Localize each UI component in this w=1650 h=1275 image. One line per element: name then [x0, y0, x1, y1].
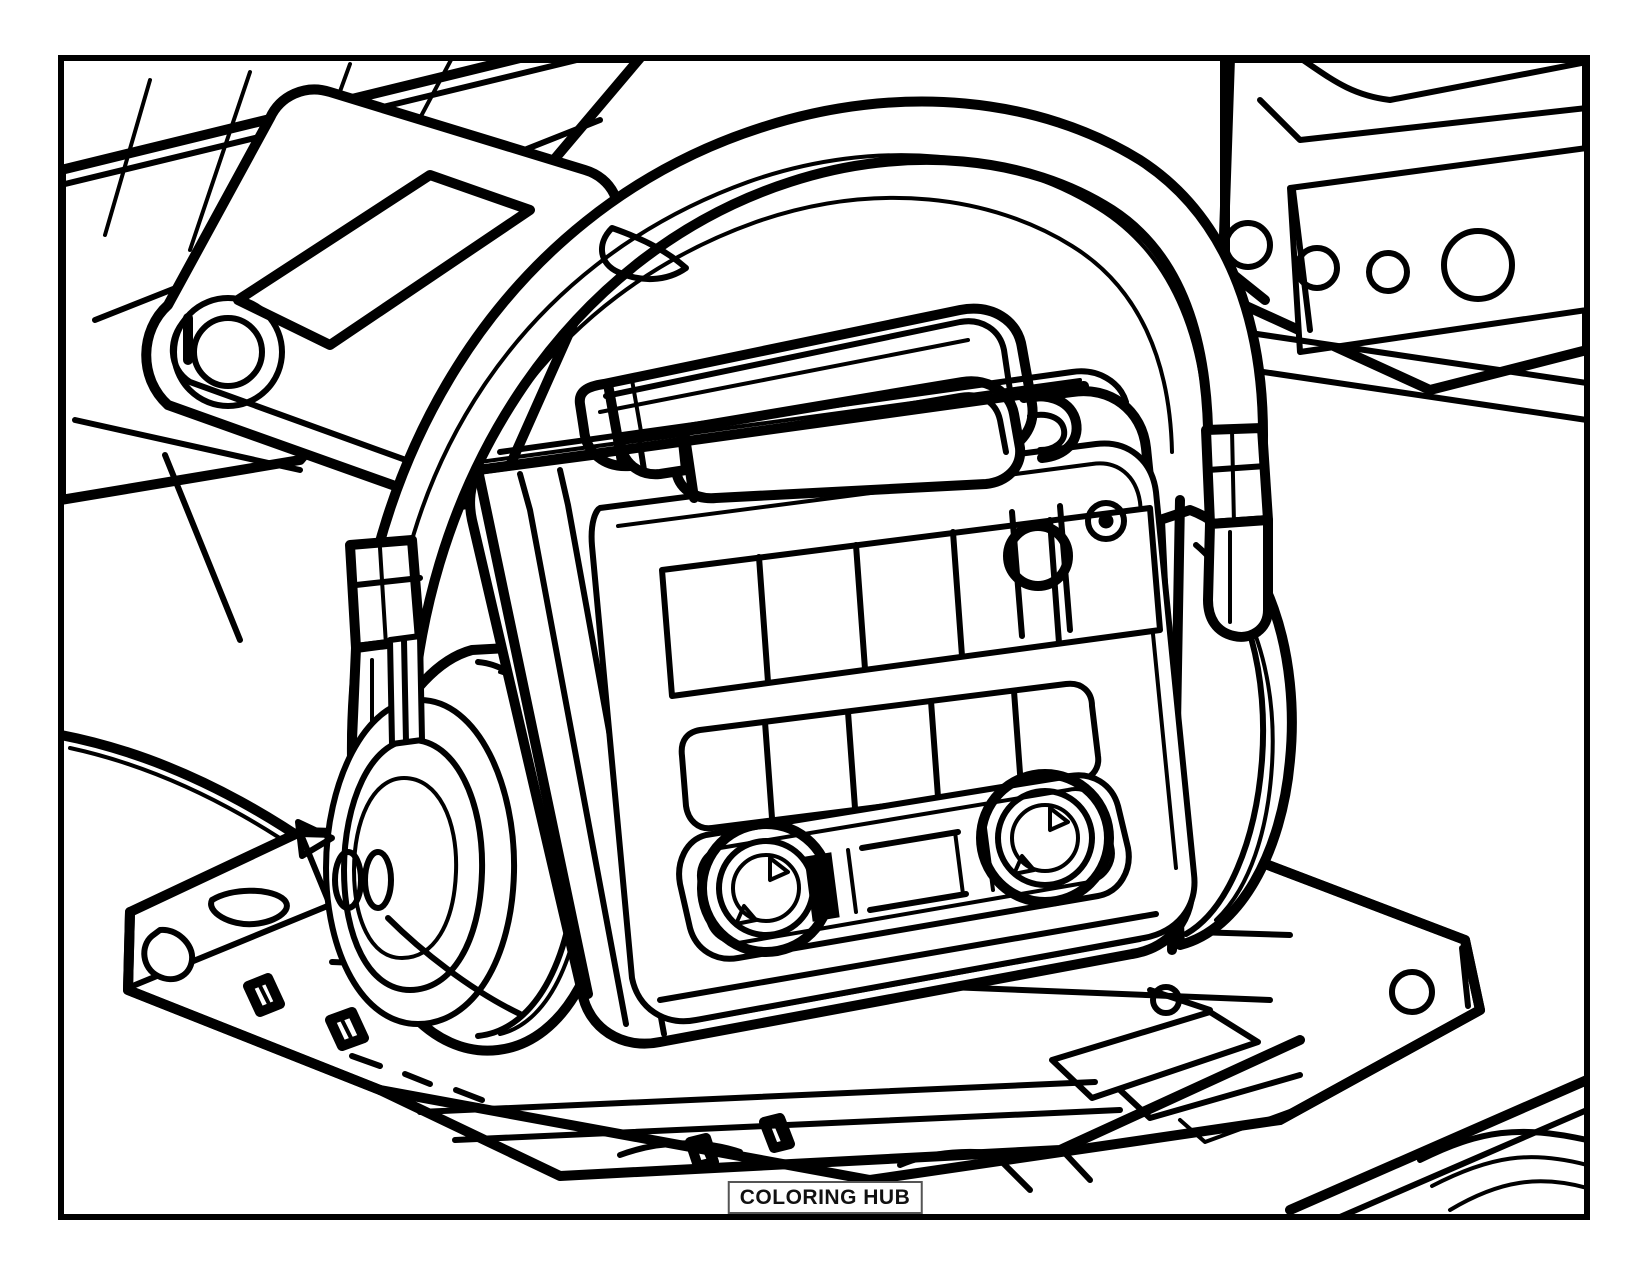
player-upper-button-row [659, 505, 1163, 699]
watermark-label: COLORING HUB [739, 1186, 911, 1209]
player-volume-knob [1003, 521, 1073, 591]
page-border [58, 55, 1590, 1220]
watermark-badge: COLORING HUB [727, 1181, 923, 1214]
headphone-headband [345, 96, 1273, 790]
headband-right-slider [1201, 423, 1273, 529]
background-cassette-top-right [1217, 58, 1587, 423]
cassette-window [676, 769, 1132, 962]
player-indicator-light [1085, 500, 1127, 542]
headphone-cable-tail [385, 915, 523, 1017]
cassette-right-reel [976, 769, 1114, 907]
left-ear-cup [295, 633, 616, 1056]
cassette-left-reel [697, 819, 835, 957]
background-cassette-top-left [61, 58, 645, 643]
background-cassette-bottom-right [1285, 1075, 1587, 1217]
cassette-player-body [465, 303, 1198, 1049]
